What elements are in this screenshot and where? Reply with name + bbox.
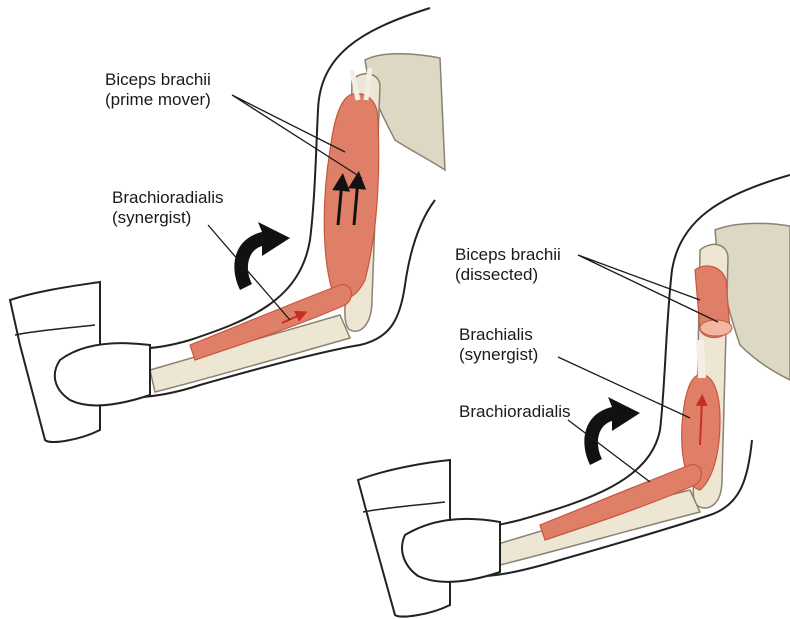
label-brachioradialis-2: Brachioradialis — [459, 402, 571, 422]
brachialis-tendon-2 — [700, 340, 702, 378]
rotation-arrow-1 — [234, 222, 290, 290]
rotation-arrow-2 — [584, 397, 640, 465]
label-biceps2-line2: (dissected) — [455, 265, 561, 285]
label-brachioradialis-synergist: Brachioradialis (synergist) — [112, 188, 224, 228]
label-brachiorad2-line1: Brachioradialis — [459, 402, 571, 422]
hand-2 — [402, 519, 500, 582]
label-biceps-line2: (prime mover) — [105, 90, 211, 110]
biceps-cut-end-2 — [700, 320, 732, 336]
label-brachialis-line1: Brachialis — [459, 325, 538, 345]
label-biceps-brachii-prime-mover: Biceps brachii (prime mover) — [105, 70, 211, 110]
label-brachialis-synergist: Brachialis (synergist) — [459, 325, 538, 365]
leader-line-brachioradialis-2 — [568, 420, 650, 482]
panel-2-dissected — [358, 175, 790, 617]
label-brachialis-line2: (synergist) — [459, 345, 538, 365]
label-brachiorad-line2: (synergist) — [112, 208, 224, 228]
label-biceps-line1: Biceps brachii — [105, 70, 211, 90]
label-biceps2-line1: Biceps brachii — [455, 245, 561, 265]
label-brachiorad-line1: Brachioradialis — [112, 188, 224, 208]
label-biceps-brachii-dissected: Biceps brachii (dissected) — [455, 245, 561, 285]
panel-1-prime-mover — [10, 8, 445, 442]
